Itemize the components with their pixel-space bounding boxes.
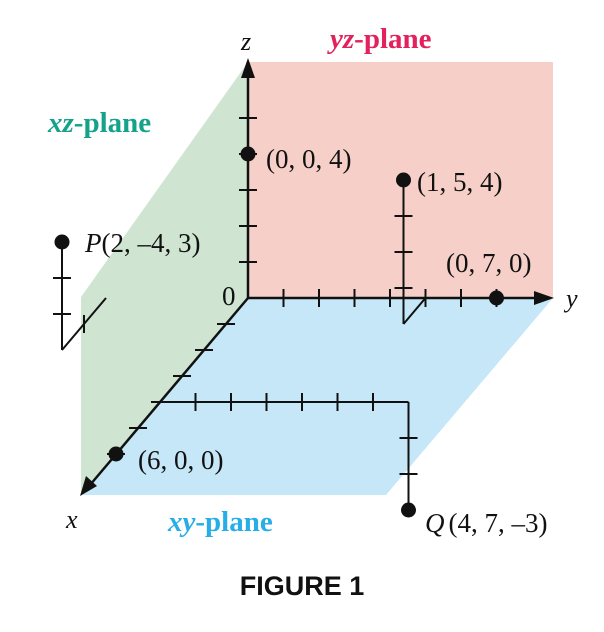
y-axis-arrowhead (534, 291, 554, 305)
point-label-q: Q(4, 7, –3) (425, 508, 547, 538)
y-axis-label: y (563, 284, 578, 313)
xy-plane-suffix: -plane (195, 506, 272, 538)
dashed-guide-lines (53, 180, 427, 510)
xy-plane-region (81, 298, 553, 495)
yz-plane-var: yz (327, 23, 355, 55)
point-marker (489, 290, 504, 306)
point-marker (240, 146, 256, 162)
yz-plane-label: yz-plane (327, 23, 432, 55)
figure-caption: FIGURE 1 (240, 571, 365, 601)
xz-plane-suffix: -plane (74, 107, 151, 139)
point-label-p: P(2, –4, 3) (84, 228, 200, 258)
guide-1-5-4-segment (402, 297, 427, 325)
z-axis-label: z (240, 27, 251, 56)
xz-plane-region (81, 62, 248, 495)
point-marker (54, 234, 70, 250)
point-marker (401, 502, 416, 518)
x-axis-label: x (65, 505, 78, 534)
point-label-6-0-0: (6, 0, 0) (138, 445, 223, 475)
point-q-name: Q (425, 508, 445, 538)
point-label-0-7-0: (0, 7, 0) (446, 248, 531, 278)
z-axis-arrowhead (241, 58, 255, 78)
point-markers (54, 146, 504, 518)
xy-plane-var: xy (167, 506, 196, 538)
point-q-coords: (4, 7, –3) (449, 508, 548, 538)
point-marker (396, 172, 411, 188)
point-marker (108, 446, 124, 462)
point-label-0-0-4: (0, 0, 4) (266, 144, 351, 174)
point-p-name: P (84, 228, 102, 258)
x-axis-arrowhead (80, 476, 97, 496)
yz-plane-suffix: -plane (354, 23, 431, 55)
xz-plane-var: xz (47, 107, 75, 139)
point-p-coords: (2, –4, 3) (102, 228, 201, 258)
point-label-1-5-4: (1, 5, 4) (417, 167, 502, 197)
xy-plane-label: xy-plane (167, 506, 273, 538)
origin-label: 0 (222, 281, 236, 311)
xz-plane-label: xz-plane (47, 107, 151, 139)
